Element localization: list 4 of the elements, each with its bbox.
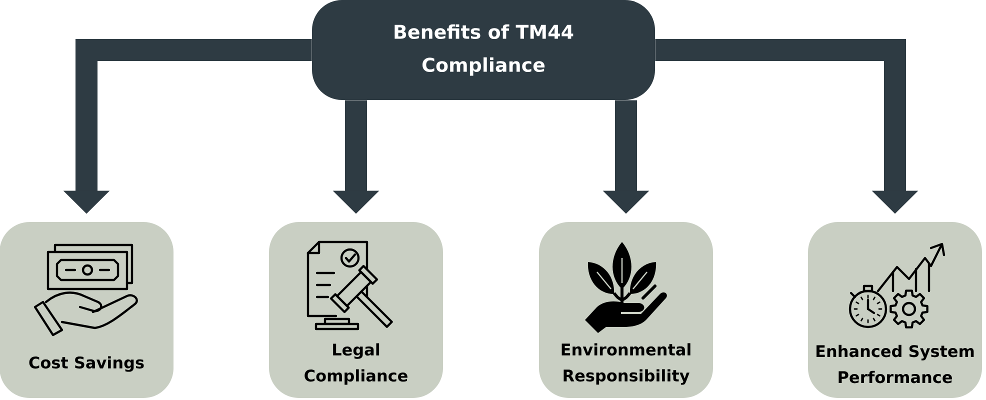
benefit-card: Legal Compliance xyxy=(269,222,443,398)
benefit-card: Cost Savings xyxy=(0,222,174,398)
benefit-card: Enhanced System Performance xyxy=(808,222,982,398)
title-box: Benefits of TM44 Compliance xyxy=(312,0,655,100)
